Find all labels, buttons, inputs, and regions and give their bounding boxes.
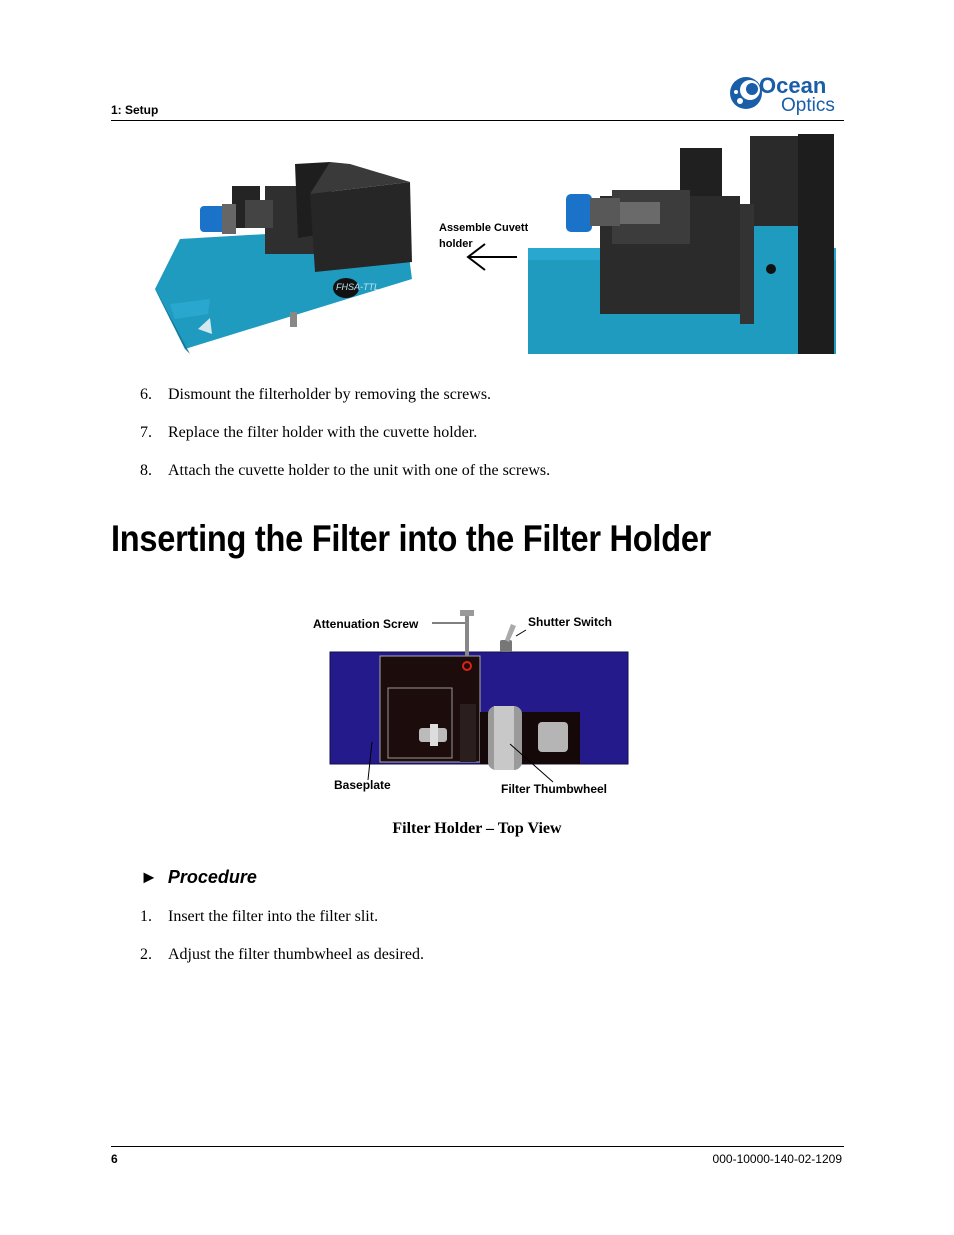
assemble-cuvette-label: Assemble Cuvette- holder — [439, 222, 541, 250]
cuvette-holder-closeup-photo — [528, 134, 836, 354]
logo-word-top: Ocean — [759, 73, 826, 98]
ocean-optics-logo: Ocean Optics — [728, 70, 844, 116]
logo-mark-icon — [730, 77, 762, 109]
logo-word-bottom: Optics — [781, 95, 835, 116]
figure-caption: Filter Holder – Top View — [392, 820, 562, 837]
footer-rule — [111, 1146, 844, 1147]
list-item: 6.Dismount the filterholder by removing … — [140, 386, 492, 403]
document-number: 000-10000-140-02-1209 — [712, 1152, 842, 1166]
page-number: 6 — [111, 1152, 118, 1166]
triangle-marker-icon: ► — [140, 867, 158, 887]
list-item: 2.Adjust the filter thumbwheel as desire… — [140, 946, 424, 963]
filter-holder-unit-photo: FHSA-TTL — [155, 162, 412, 354]
attenuation-screw-label: Attenuation Screw — [313, 617, 419, 631]
assembly-photos: FHSA-TTL Assemble Cuvette- holder — [150, 134, 850, 359]
list-item: 8.Attach the cuvette holder to the unit … — [140, 462, 551, 479]
list-item: 1.Insert the filter into the filter slit… — [140, 908, 379, 925]
shutter-switch-label: Shutter Switch — [528, 615, 612, 629]
list-item: 7.Replace the filter holder with the cuv… — [140, 424, 478, 441]
baseplate-label: Baseplate — [334, 778, 391, 792]
filter-holder-top-view-diagram: Attenuation Screw Shutter Switch Basepla… — [310, 602, 640, 802]
section-title: Inserting the Filter into the Filter Hol… — [111, 518, 712, 559]
running-header: 1: Setup — [111, 103, 159, 117]
header-rule — [111, 120, 844, 121]
filter-thumbwheel-label: Filter Thumbwheel — [501, 782, 607, 796]
procedure-heading: ►Procedure — [140, 867, 257, 887]
unit-model-label: FHSA-TTL — [336, 282, 379, 292]
left-arrow-icon — [466, 243, 517, 271]
